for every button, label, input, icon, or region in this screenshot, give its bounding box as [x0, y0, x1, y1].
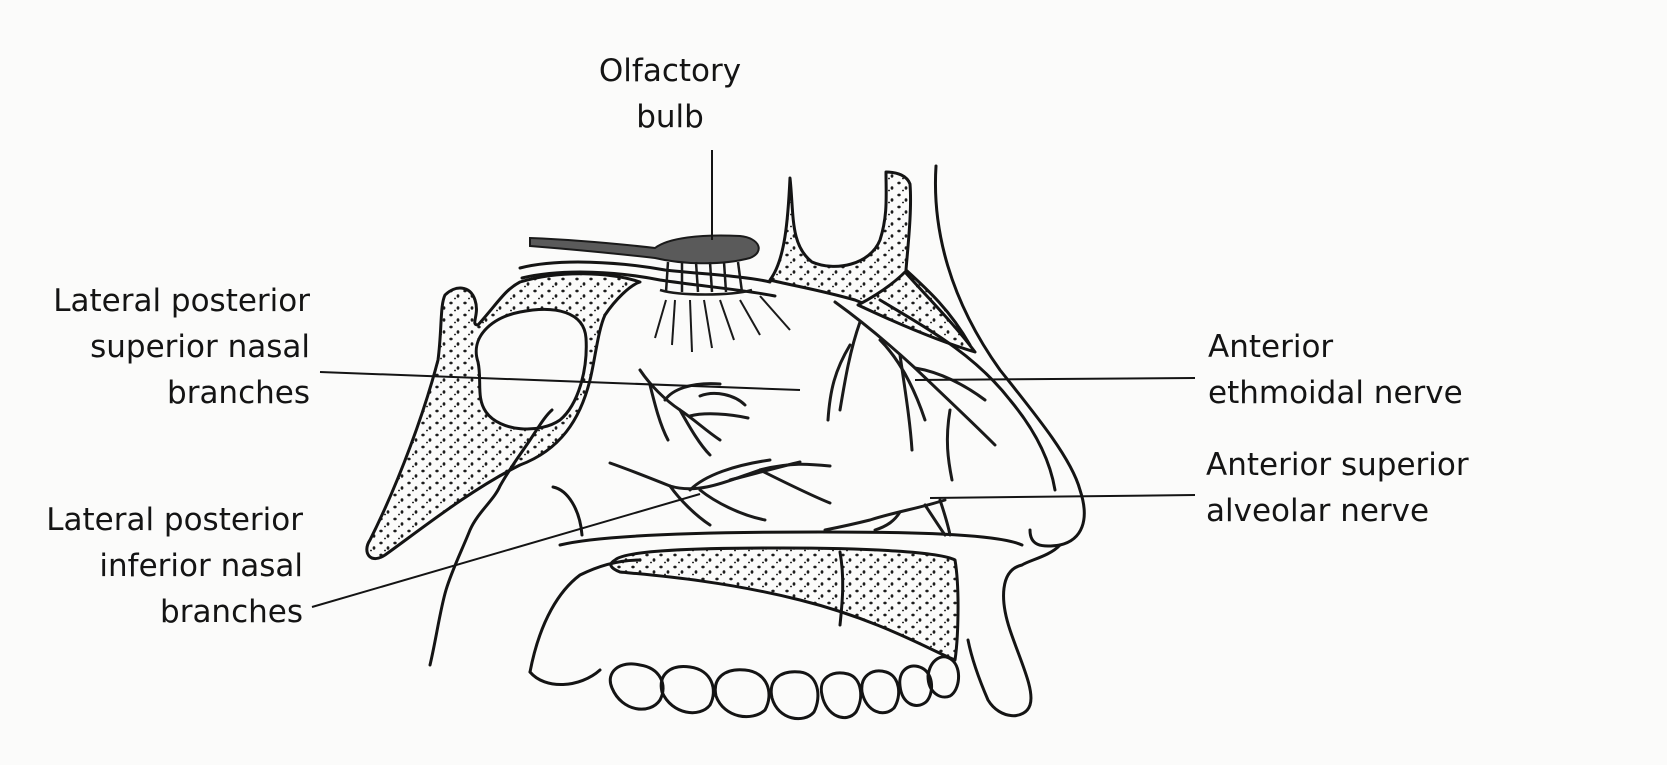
lpi-label-line1: Lateral posterior	[46, 502, 303, 538]
lps-label-line2: superior nasal	[90, 329, 310, 365]
anterior-ethmoidal-nerves	[826, 300, 997, 482]
aen-label-line2: ethmoidal nerve	[1208, 375, 1463, 411]
lpi-label-line3: branches	[160, 594, 303, 630]
anterior-ethmoidal-label: Anterior ethmoidal nerve	[1208, 324, 1463, 416]
olfactory-bulb-label: Olfactory bulb	[560, 48, 780, 140]
leader-lateral-posterior-inferior	[311, 493, 701, 608]
asa-label-line1: Anterior superior	[1206, 447, 1469, 483]
soft-palate	[558, 530, 1024, 547]
olfactory-bulb-label-line2: bulb	[636, 99, 704, 135]
leader-lateral-posterior-superior	[319, 371, 801, 391]
leader-anterior-superior-alveolar	[929, 494, 1196, 499]
nasal-bone	[856, 270, 977, 354]
lpi-label-line2: inferior nasal	[99, 548, 303, 584]
upper-lip	[966, 543, 1062, 718]
lps-label-line3: branches	[167, 375, 310, 411]
lateral-posterior-superior-nerves	[638, 368, 750, 457]
anterior-superior-alveolar-label: Anterior superior alveolar nerve	[1206, 442, 1469, 534]
anterior-superior-alveolar-nerve	[823, 498, 952, 537]
lps-label-line1: Lateral posterior	[53, 283, 310, 319]
olfactory-bulb-label-line1: Olfactory	[598, 53, 742, 89]
pharyngeal-wall	[428, 408, 554, 667]
aen-label-line1: Anterior	[1208, 329, 1334, 365]
nose-dorsum-inner	[878, 298, 1057, 492]
teeth	[608, 655, 960, 721]
lateral-posterior-superior-label: Lateral posterior superior nasal branche…	[10, 278, 310, 416]
lateral-posterior-inferior-nerves	[608, 458, 832, 527]
lateral-posterior-inferior-label: Lateral posterior inferior nasal branche…	[10, 497, 303, 635]
nose-profile	[933, 164, 1086, 548]
asa-label-line2: alveolar nerve	[1206, 493, 1430, 529]
hard-palate	[609, 546, 960, 662]
leader-anterior-ethmoidal	[914, 377, 1196, 381]
sphenoid-sinus	[474, 308, 588, 431]
olfactory-bulb-shape	[529, 234, 791, 353]
